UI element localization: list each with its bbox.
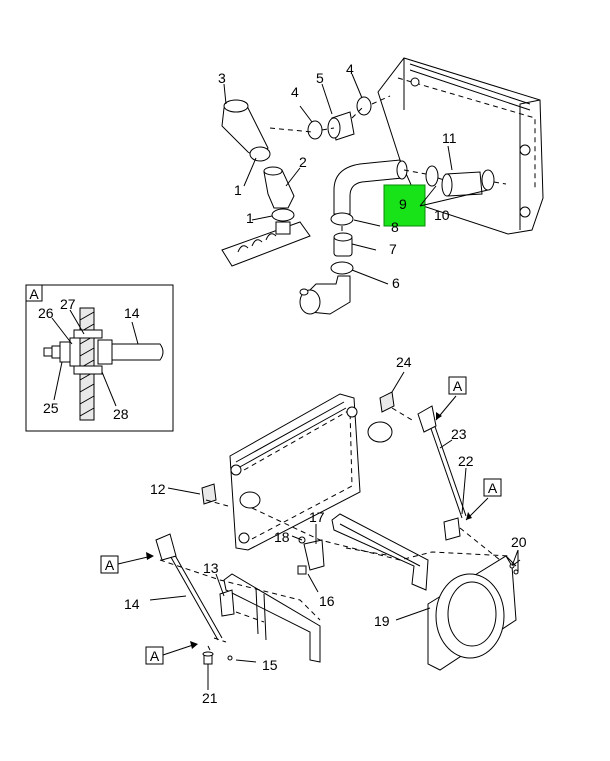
callout-16: 16: [319, 593, 335, 609]
hose-2: [263, 169, 295, 209]
bolt-20b: [513, 569, 519, 575]
callout-12: 12: [150, 481, 166, 497]
nut-15: [227, 655, 233, 661]
svg-text:A: A: [488, 480, 498, 496]
highlight-part-9[interactable]: [383, 184, 426, 227]
clamp-6: [330, 261, 354, 275]
view-ref-a-1[interactable]: A: [435, 376, 467, 421]
callout-26: 26: [38, 305, 54, 321]
callout-14b: 14: [124, 596, 140, 612]
callout-24: 24: [396, 354, 412, 370]
callout-14a: 14: [124, 305, 140, 321]
callout-15: 15: [262, 657, 278, 673]
callout-22: 22: [458, 453, 474, 469]
detail-box-label: A: [29, 286, 39, 302]
leader-lines: [51, 73, 519, 690]
callout-8: 8: [391, 219, 399, 235]
callout-19: 19: [374, 613, 390, 629]
lower-radiator-frame: [229, 393, 393, 551]
callout-1a: 1: [234, 182, 242, 198]
callout-28: 28: [113, 406, 129, 422]
clamp-4b: [356, 96, 372, 116]
hose-9: [333, 159, 408, 215]
coupling-5: [327, 111, 355, 141]
callout-4a: 4: [346, 61, 354, 77]
clamp-1a: [249, 146, 271, 162]
svg-text:A: A: [105, 557, 115, 573]
coupling-7: [333, 232, 353, 257]
callout-4b: 4: [291, 84, 299, 100]
clamp-4a: [307, 120, 323, 140]
callout-9: 9: [399, 196, 407, 212]
thermostat-housing: [299, 275, 351, 315]
clamp-10b: [481, 169, 495, 191]
callout-18: 18: [274, 529, 290, 545]
callout-20: 20: [511, 534, 527, 550]
view-ref-a-2[interactable]: A: [465, 478, 502, 521]
upper-hose-3: [221, 99, 269, 159]
clamp-8: [330, 212, 354, 226]
hose-11: [441, 171, 483, 197]
callout-10: 10: [434, 207, 450, 223]
nut-16: [297, 565, 307, 575]
bracket-17: [303, 539, 325, 571]
rod-23: [427, 419, 463, 519]
callout-7: 7: [389, 241, 397, 257]
callout-3: 3: [218, 70, 226, 86]
callout-25: 25: [43, 400, 59, 416]
engine-outlet: [221, 221, 311, 267]
callout-21: 21: [202, 690, 218, 706]
fan-shroud-19: [427, 555, 521, 671]
bracket-22: [443, 517, 461, 541]
svg-text:A: A: [453, 378, 463, 394]
callout-2: 2: [299, 154, 307, 170]
shroud-rail: [331, 513, 429, 591]
callout-1b: 1: [246, 210, 254, 226]
support-plate: [223, 573, 321, 663]
rod-14: [167, 551, 219, 641]
clamp-1b: [271, 208, 295, 222]
callout-17: 17: [309, 509, 325, 525]
view-ref-a-4[interactable]: A: [145, 641, 198, 665]
bolt-21: [202, 651, 214, 665]
callout-11: 11: [442, 130, 457, 146]
callout-13: 13: [203, 560, 219, 576]
svg-text:A: A: [150, 648, 160, 664]
detail-view-a: [25, 284, 174, 432]
pad-24: [379, 391, 395, 413]
callout-labels: 3 5 4 4 2 1 1 11 9 10 8 7 6 27 26 14 25 …: [38, 61, 527, 706]
clamp-10a: [425, 165, 439, 187]
callout-6: 6: [392, 275, 400, 291]
callout-27: 27: [60, 296, 76, 312]
bracket-13: [219, 589, 235, 617]
callout-23: 23: [451, 426, 467, 442]
pad-12: [201, 483, 217, 505]
view-ref-a-3[interactable]: A: [100, 552, 154, 574]
callout-5: 5: [316, 70, 324, 86]
